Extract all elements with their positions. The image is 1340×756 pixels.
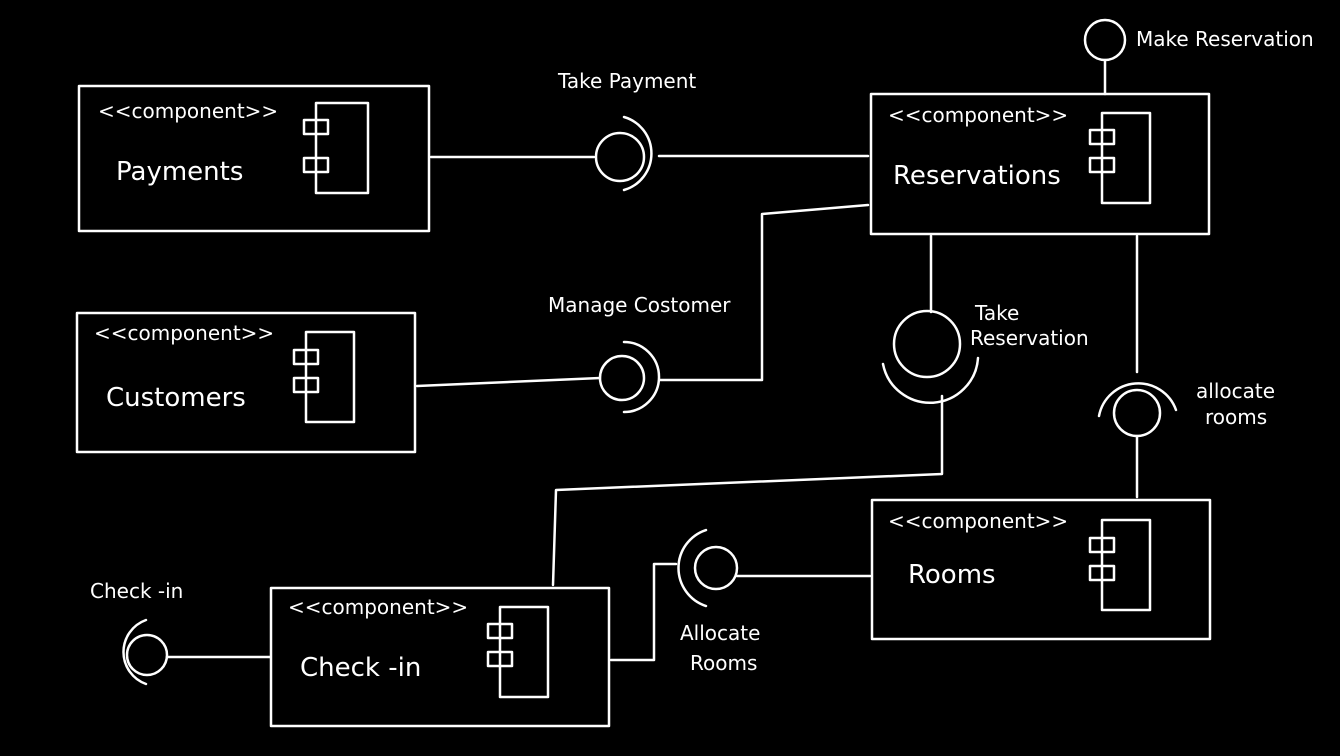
interface-label: Check -in [90,579,183,603]
component-box [75,311,417,454]
required-interface-socket [622,115,653,192]
connector-line [658,203,870,382]
interface-label: Take [974,301,1019,325]
interface-make-reservation[interactable]: Make Reservation [1083,18,1314,96]
interface-checkin[interactable]: Check -in [90,579,272,686]
component-icon [1088,518,1152,612]
component-icon [302,101,370,195]
required-interface-socket [881,356,980,404]
provided-interface-ball [1112,388,1162,438]
interface-manage-customer[interactable]: Manage Costomer [415,203,870,414]
component-customers[interactable]: <<component>> Customers [75,311,417,454]
component-box [870,498,1212,641]
connector-line [415,376,602,388]
component-name: Reservations [893,161,1061,191]
provided-interface-ball [598,354,646,402]
component-name: Customers [106,383,246,413]
interface-label: Make Reservation [1136,27,1314,51]
stereotype-label: <<component>> [94,321,274,345]
component-icon [292,330,356,424]
provided-interface-ball [594,131,646,183]
interface-label: Reservation [970,326,1089,350]
required-interface-socket [122,618,148,686]
stereotype-label: <<component>> [888,509,1068,533]
interface-label: Rooms [690,651,757,675]
interface-allocate-rooms-left[interactable]: Allocate Rooms [609,528,872,675]
provided-interface-ball [693,545,739,591]
stereotype-label: <<component>> [98,99,278,123]
required-interface-socket [1097,382,1178,418]
component-checkin[interactable]: <<component>> Check -in [269,586,611,728]
component-name: Payments [116,157,243,187]
connector-line [551,394,944,587]
interface-label: Allocate [680,621,760,645]
interface-label: rooms [1205,405,1267,429]
component-icon [486,605,550,699]
interface-take-payment[interactable]: Take Payment [429,69,870,192]
interface-label: Take Payment [557,69,696,93]
interface-label: allocate [1196,379,1275,403]
interface-allocate-rooms-right[interactable]: allocate rooms [1097,234,1275,499]
interface-label: Manage Costomer [548,293,731,317]
connector-line [609,562,678,662]
stereotype-label: <<component>> [888,103,1068,127]
component-reservations[interactable]: <<component>> Reservations [869,92,1211,236]
component-box [77,84,431,233]
component-name: Rooms [908,560,996,590]
component-name: Check -in [300,653,421,683]
provided-interface-ball [125,633,169,677]
component-payments[interactable]: <<component>> Payments [77,84,431,233]
required-interface-socket [622,340,661,414]
component-icon [1088,111,1152,205]
stereotype-label: <<component>> [288,595,468,619]
component-box [869,92,1211,236]
provided-interface-ball [1083,18,1127,62]
required-interface-socket [677,528,708,608]
component-rooms[interactable]: <<component>> Rooms [870,498,1212,641]
interface-take-reservation[interactable]: Take Reservation [551,234,1089,587]
provided-interface-ball [892,309,962,379]
